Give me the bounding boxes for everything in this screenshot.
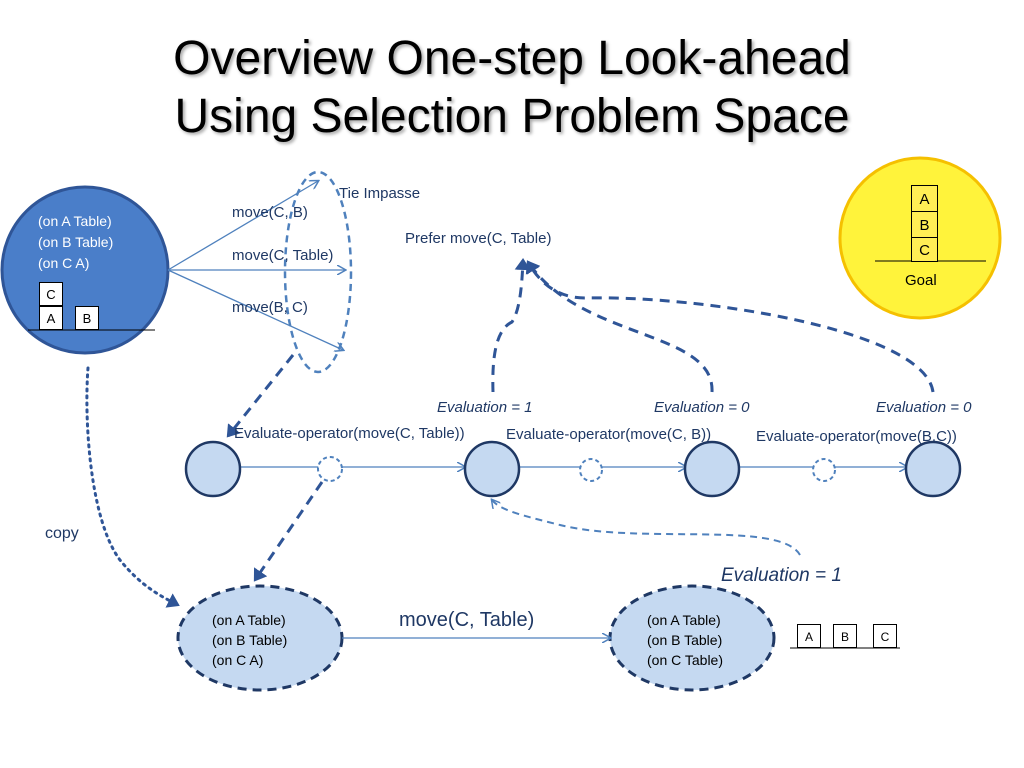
impasse-to-eval-arrow xyxy=(226,354,295,438)
prefer-label: Prefer move(C, Table) xyxy=(405,230,552,247)
initial-block-b: B xyxy=(75,306,99,330)
evaluate-op-label-1: Evaluate-operator(move(C, Table)) xyxy=(234,425,465,442)
slide-title: Overview One-step Look-ahead Using Selec… xyxy=(0,30,1024,146)
initial-state-line-2: (on B Table) xyxy=(38,234,114,250)
evaluation-label-2: Evaluation = 0 xyxy=(654,399,750,416)
result-block-c: C xyxy=(873,624,897,648)
evaluation-label-1: Evaluation = 1 xyxy=(437,399,533,416)
copy-arrow xyxy=(85,366,180,608)
goal-block-c: C xyxy=(911,237,938,262)
title-line-2: Using Selection Problem Space xyxy=(174,90,850,143)
title-line-1: Overview One-step Look-ahead xyxy=(173,32,851,85)
eval-state-4 xyxy=(904,440,962,498)
operator-arrow-1 xyxy=(167,181,318,271)
result-block-b: B xyxy=(833,624,857,648)
operator-arrow-3 xyxy=(167,269,343,350)
eval-state-2 xyxy=(463,440,521,498)
eval2-to-prefer-arrow xyxy=(526,260,714,393)
eval3-to-prefer-arrow xyxy=(525,260,935,393)
eval-operator-3 xyxy=(812,458,836,482)
result-block-a: A xyxy=(797,624,821,648)
initial-state-line-1: (on A Table) xyxy=(38,213,112,229)
goal-block-a: A xyxy=(911,185,938,212)
initial-block-a: A xyxy=(39,306,63,330)
operator-label-1: move(C, B) xyxy=(232,204,308,221)
copy-label: copy xyxy=(45,525,79,542)
eval-state-3 xyxy=(683,440,741,498)
initial-state-line-3: (on C A) xyxy=(38,255,90,271)
tie-impasse-label: Tie Impasse xyxy=(339,185,421,202)
operator-to-copied-arrow xyxy=(253,481,324,582)
eval-operator-2 xyxy=(579,458,603,482)
copied-state-line-3: (on C A) xyxy=(212,652,264,668)
evaluate-op-label-2: Evaluate-operator(move(C, B)) xyxy=(506,426,712,443)
goal-block-b: B xyxy=(911,211,938,238)
eval-state-1 xyxy=(184,440,242,498)
evaluate-op-label-3: Evaluate-operator(move(B,C)) xyxy=(756,428,957,445)
result-state-line-3: (on C Table) xyxy=(647,652,724,668)
result-state-line-1: (on A Table) xyxy=(647,612,721,628)
copied-state-line-2: (on B Table) xyxy=(212,632,288,648)
initial-block-c: C xyxy=(39,282,63,306)
bottom-move-label: move(C, Table) xyxy=(399,609,535,631)
copied-state-line-1: (on A Table) xyxy=(212,612,286,628)
tie-impasse-ellipse xyxy=(283,170,353,374)
eval-operator-1 xyxy=(317,456,343,482)
operator-label-2: move(C, Table) xyxy=(232,247,334,264)
operator-label-3: move(B, C) xyxy=(232,299,308,316)
eval1-to-prefer-arrow xyxy=(491,258,531,393)
result-state-line-2: (on B Table) xyxy=(647,632,723,648)
bottom-evaluation-label: Evaluation = 1 xyxy=(721,565,842,586)
goal-label: Goal xyxy=(905,272,937,289)
evaluation-label-3: Evaluation = 0 xyxy=(876,399,972,416)
bottom-eval-return-arrow xyxy=(492,500,801,556)
